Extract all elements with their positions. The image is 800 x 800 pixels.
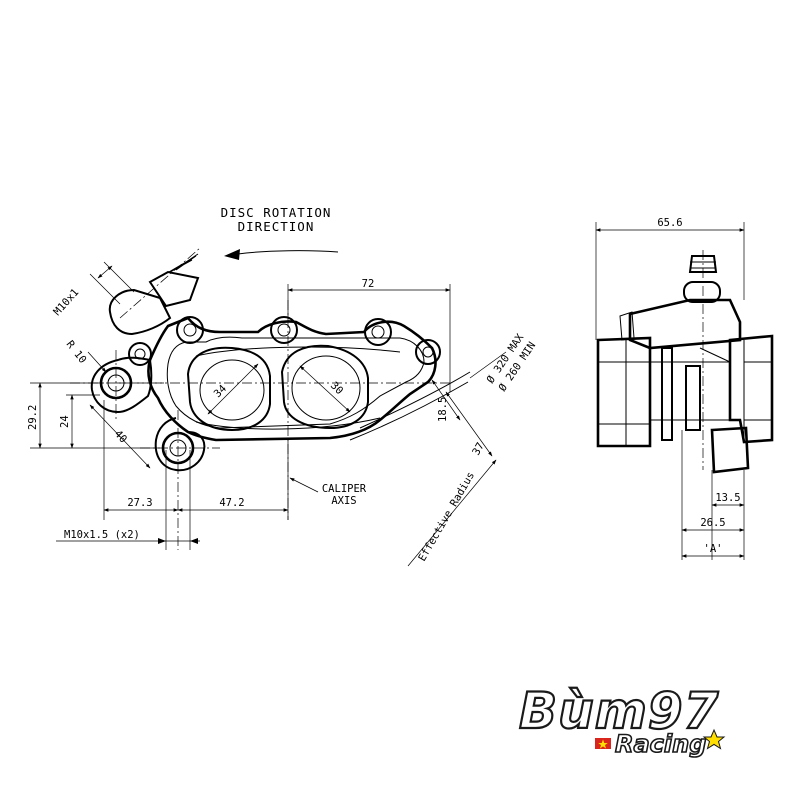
logo-flag-star xyxy=(598,739,608,749)
m10-thread-arrow-l xyxy=(158,538,166,544)
dia-34-leader xyxy=(207,363,259,415)
logo-brand-text: Bùm97 xyxy=(519,682,719,740)
rotation-arrowhead xyxy=(224,249,240,260)
bolt-boss-1 xyxy=(176,316,204,344)
side-view: 65.6 13.5 26.5 'A' xyxy=(595,217,774,560)
dim-72-label: 72 xyxy=(362,278,375,290)
bolt-boss-2 xyxy=(270,316,298,344)
dim-37-line xyxy=(445,391,493,457)
mount-thread-label: M10x1.5 (x2) xyxy=(64,529,140,541)
dim-34-label: 34 xyxy=(212,383,229,400)
r10-leader xyxy=(87,351,107,373)
m10x1-line xyxy=(97,265,113,279)
piston-right xyxy=(291,355,361,421)
rotation-arrow xyxy=(237,250,339,255)
dim-37-label: 37 xyxy=(470,441,487,458)
bridge-line-lower xyxy=(195,417,381,430)
bridge-line xyxy=(195,346,401,357)
side-pad-mount xyxy=(710,426,750,474)
brand-logo: Bùm97 Racing xyxy=(518,681,726,759)
dim-13-5-label: 13.5 xyxy=(715,492,740,504)
caliper-label: CALIPER xyxy=(322,483,367,495)
disc-max-arc xyxy=(359,371,471,429)
piston-lobe-left xyxy=(186,346,271,432)
side-body-right-inner xyxy=(743,340,772,442)
dim-40-line xyxy=(89,404,151,469)
side-body-left xyxy=(596,336,652,448)
side-body-right xyxy=(728,334,774,444)
dim-47-2-label: 47.2 xyxy=(219,497,244,509)
m10x1-ext-1 xyxy=(89,273,121,305)
bolt-boss-4 xyxy=(415,339,441,365)
side-body-left-inner xyxy=(598,340,650,446)
dim-29-2-label: 29.2 xyxy=(27,405,39,430)
piston-left xyxy=(199,359,265,421)
logo-sub-text: Racing xyxy=(615,730,706,758)
side-bleed-pin xyxy=(619,311,635,341)
bolt-boss-5 xyxy=(128,342,152,366)
disc-rotation-label: DISC ROTATION xyxy=(221,205,332,220)
side-fitting xyxy=(688,255,718,273)
axis-label: AXIS xyxy=(331,495,356,507)
logo-star-icon xyxy=(702,728,726,750)
side-banjo xyxy=(683,281,721,303)
lower-mount-arm xyxy=(154,417,206,472)
dim-27-3-label: 27.3 xyxy=(127,497,152,509)
dim-65-6-label: 65.6 xyxy=(657,217,682,229)
side-inner-web xyxy=(650,347,731,421)
caliper-axis-leader xyxy=(289,477,319,493)
bolt-boss-3 xyxy=(364,318,392,346)
disc-dia-leader xyxy=(469,351,507,379)
front-view: DISC ROTATION DIRECTION M10x1 R 10 72 29… xyxy=(27,205,538,567)
direction-label: DIRECTION xyxy=(238,219,315,234)
side-pad-slot xyxy=(661,347,701,441)
m10x1-label: M10x1 xyxy=(51,286,81,318)
dim-a-label: 'A' xyxy=(704,543,723,555)
dim-26-5-label: 26.5 xyxy=(700,517,725,529)
caliper-body-inner xyxy=(166,336,425,429)
m10x1-ext-2 xyxy=(103,261,135,293)
side-body-bridge xyxy=(628,298,742,350)
effective-radius-label: Effective Radius xyxy=(416,470,477,564)
dim-24-label: 24 xyxy=(59,415,71,428)
r10-label: R 10 xyxy=(64,338,89,365)
effective-radius-line xyxy=(407,459,497,567)
dim-18-5-label: 18.5 xyxy=(437,397,449,422)
bleeder-fitting xyxy=(108,247,201,336)
piston-lobe-right xyxy=(280,344,369,430)
m10-thread-arrow-r xyxy=(190,538,198,544)
dia-30-leader xyxy=(299,365,351,413)
